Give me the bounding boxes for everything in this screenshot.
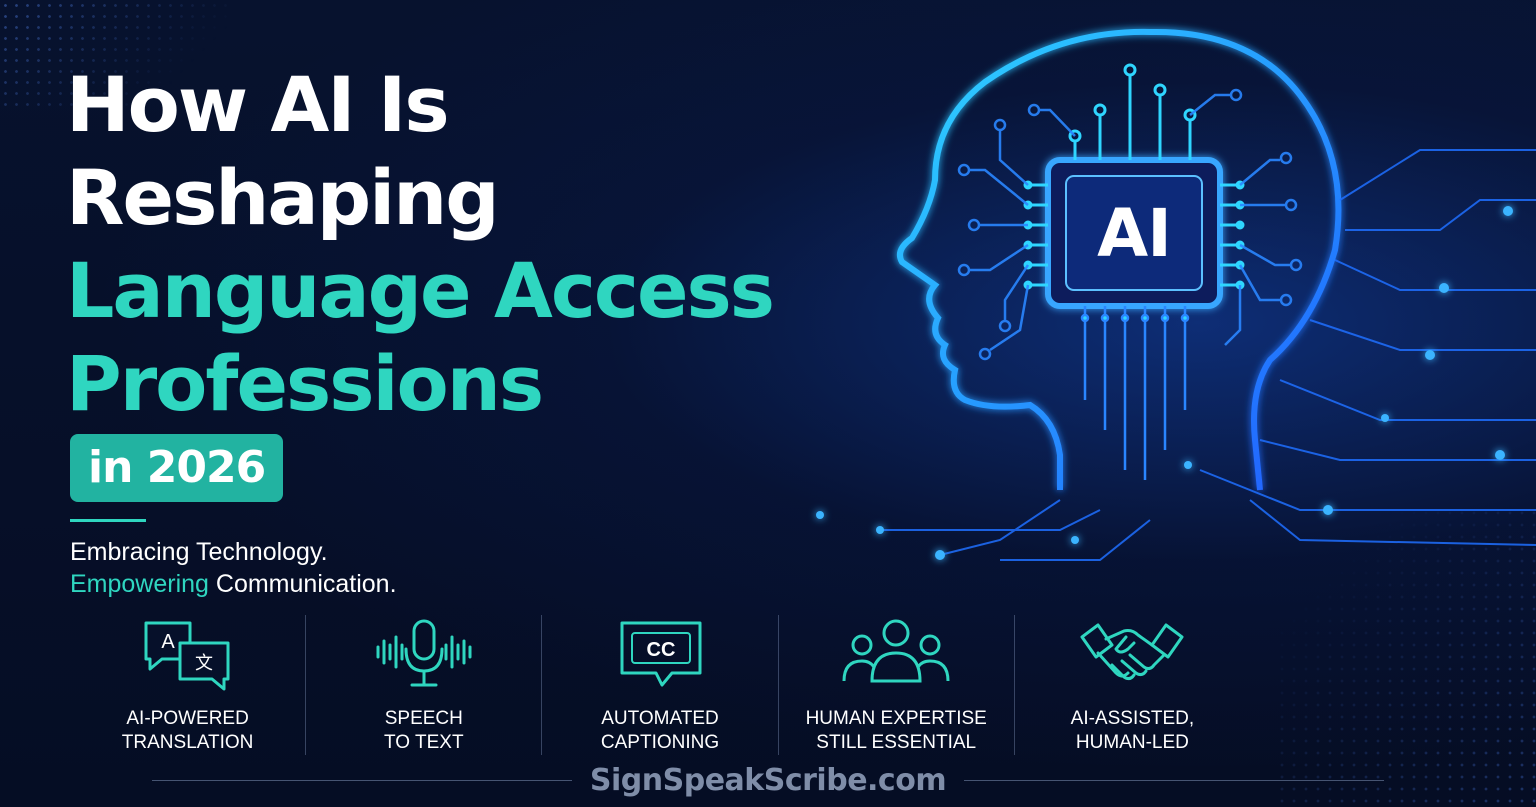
dot-pattern-bottom-right [1276, 507, 1536, 807]
feature-speech-to-text: SPEECH TO TEXT [306, 615, 543, 755]
feature-human-expertise: HUMAN EXPERTISE STILL ESSENTIAL [779, 615, 1015, 755]
outer-circuits-right [880, 149, 1536, 561]
dot-pattern-top-left [0, 0, 230, 110]
neck-traces [1080, 306, 1190, 480]
feature-label: AI-POWERED TRANSLATION [121, 708, 254, 753]
footer-site-url[interactable]: SignSpeakScribe.com [589, 762, 947, 798]
closed-caption-icon: CC [620, 621, 702, 687]
handshake-icon [1080, 623, 1184, 681]
headline: How AI Is Reshaping Language Access Prof… [66, 58, 775, 430]
svg-text:CC: CC [647, 639, 676, 661]
translation-bubbles-icon: A 文 [144, 621, 230, 691]
footer: SignSpeakScribe.com [0, 758, 1536, 802]
headline-line-2: Reshaping [66, 153, 500, 242]
head-outline [897, 28, 1342, 491]
circuit-nodes [816, 206, 1513, 560]
ai-head-illustration [816, 28, 1536, 561]
microphone-icon [376, 619, 472, 687]
svg-text:文: 文 [195, 653, 213, 674]
headline-line-1: How AI Is [66, 60, 450, 149]
feature-label: SPEECH TO TEXT [384, 708, 464, 753]
chip-pins-right [1220, 180, 1245, 290]
year-badge: in 2026 [70, 434, 284, 502]
feature-ai-translation: A 文 AI-POWERED TRANSLATION [70, 615, 307, 755]
feature-label: AUTOMATED CAPTIONING [600, 708, 720, 753]
head-circuits [957, 88, 1303, 361]
feature-label: AI-ASSISTED, HUMAN-LED [1070, 708, 1195, 753]
ai-chip-label: AI [1097, 194, 1172, 272]
people-group-icon [842, 619, 950, 683]
feature-ai-assisted: AI-ASSISTED, HUMAN-LED [1015, 615, 1250, 755]
footer-divider-right [964, 779, 1385, 781]
accent-divider [70, 519, 146, 522]
chip-pins-left [1023, 180, 1048, 290]
feature-automated-captioning: CC AUTOMATED CAPTIONING [542, 615, 779, 755]
tagline-highlight: Empowering [70, 570, 209, 598]
tagline-line-2: Empowering Communication. [70, 568, 397, 600]
tagline: Embracing Technology. Empowering Communi… [70, 536, 397, 600]
feature-label: HUMAN EXPERTISE STILL ESSENTIAL [805, 708, 987, 753]
features-row: A 文 AI-POWERED TRANSLATION [70, 615, 1250, 755]
footer-divider-left [151, 779, 572, 781]
tagline-line-1: Embracing Technology. [70, 538, 328, 566]
chip-pins-top [1068, 63, 1197, 160]
tagline-line-2-rest: Communication. [208, 570, 397, 598]
headline-line-3: Language Access [66, 246, 775, 335]
svg-text:A: A [161, 631, 175, 653]
headline-line-4: Professions [66, 339, 544, 428]
